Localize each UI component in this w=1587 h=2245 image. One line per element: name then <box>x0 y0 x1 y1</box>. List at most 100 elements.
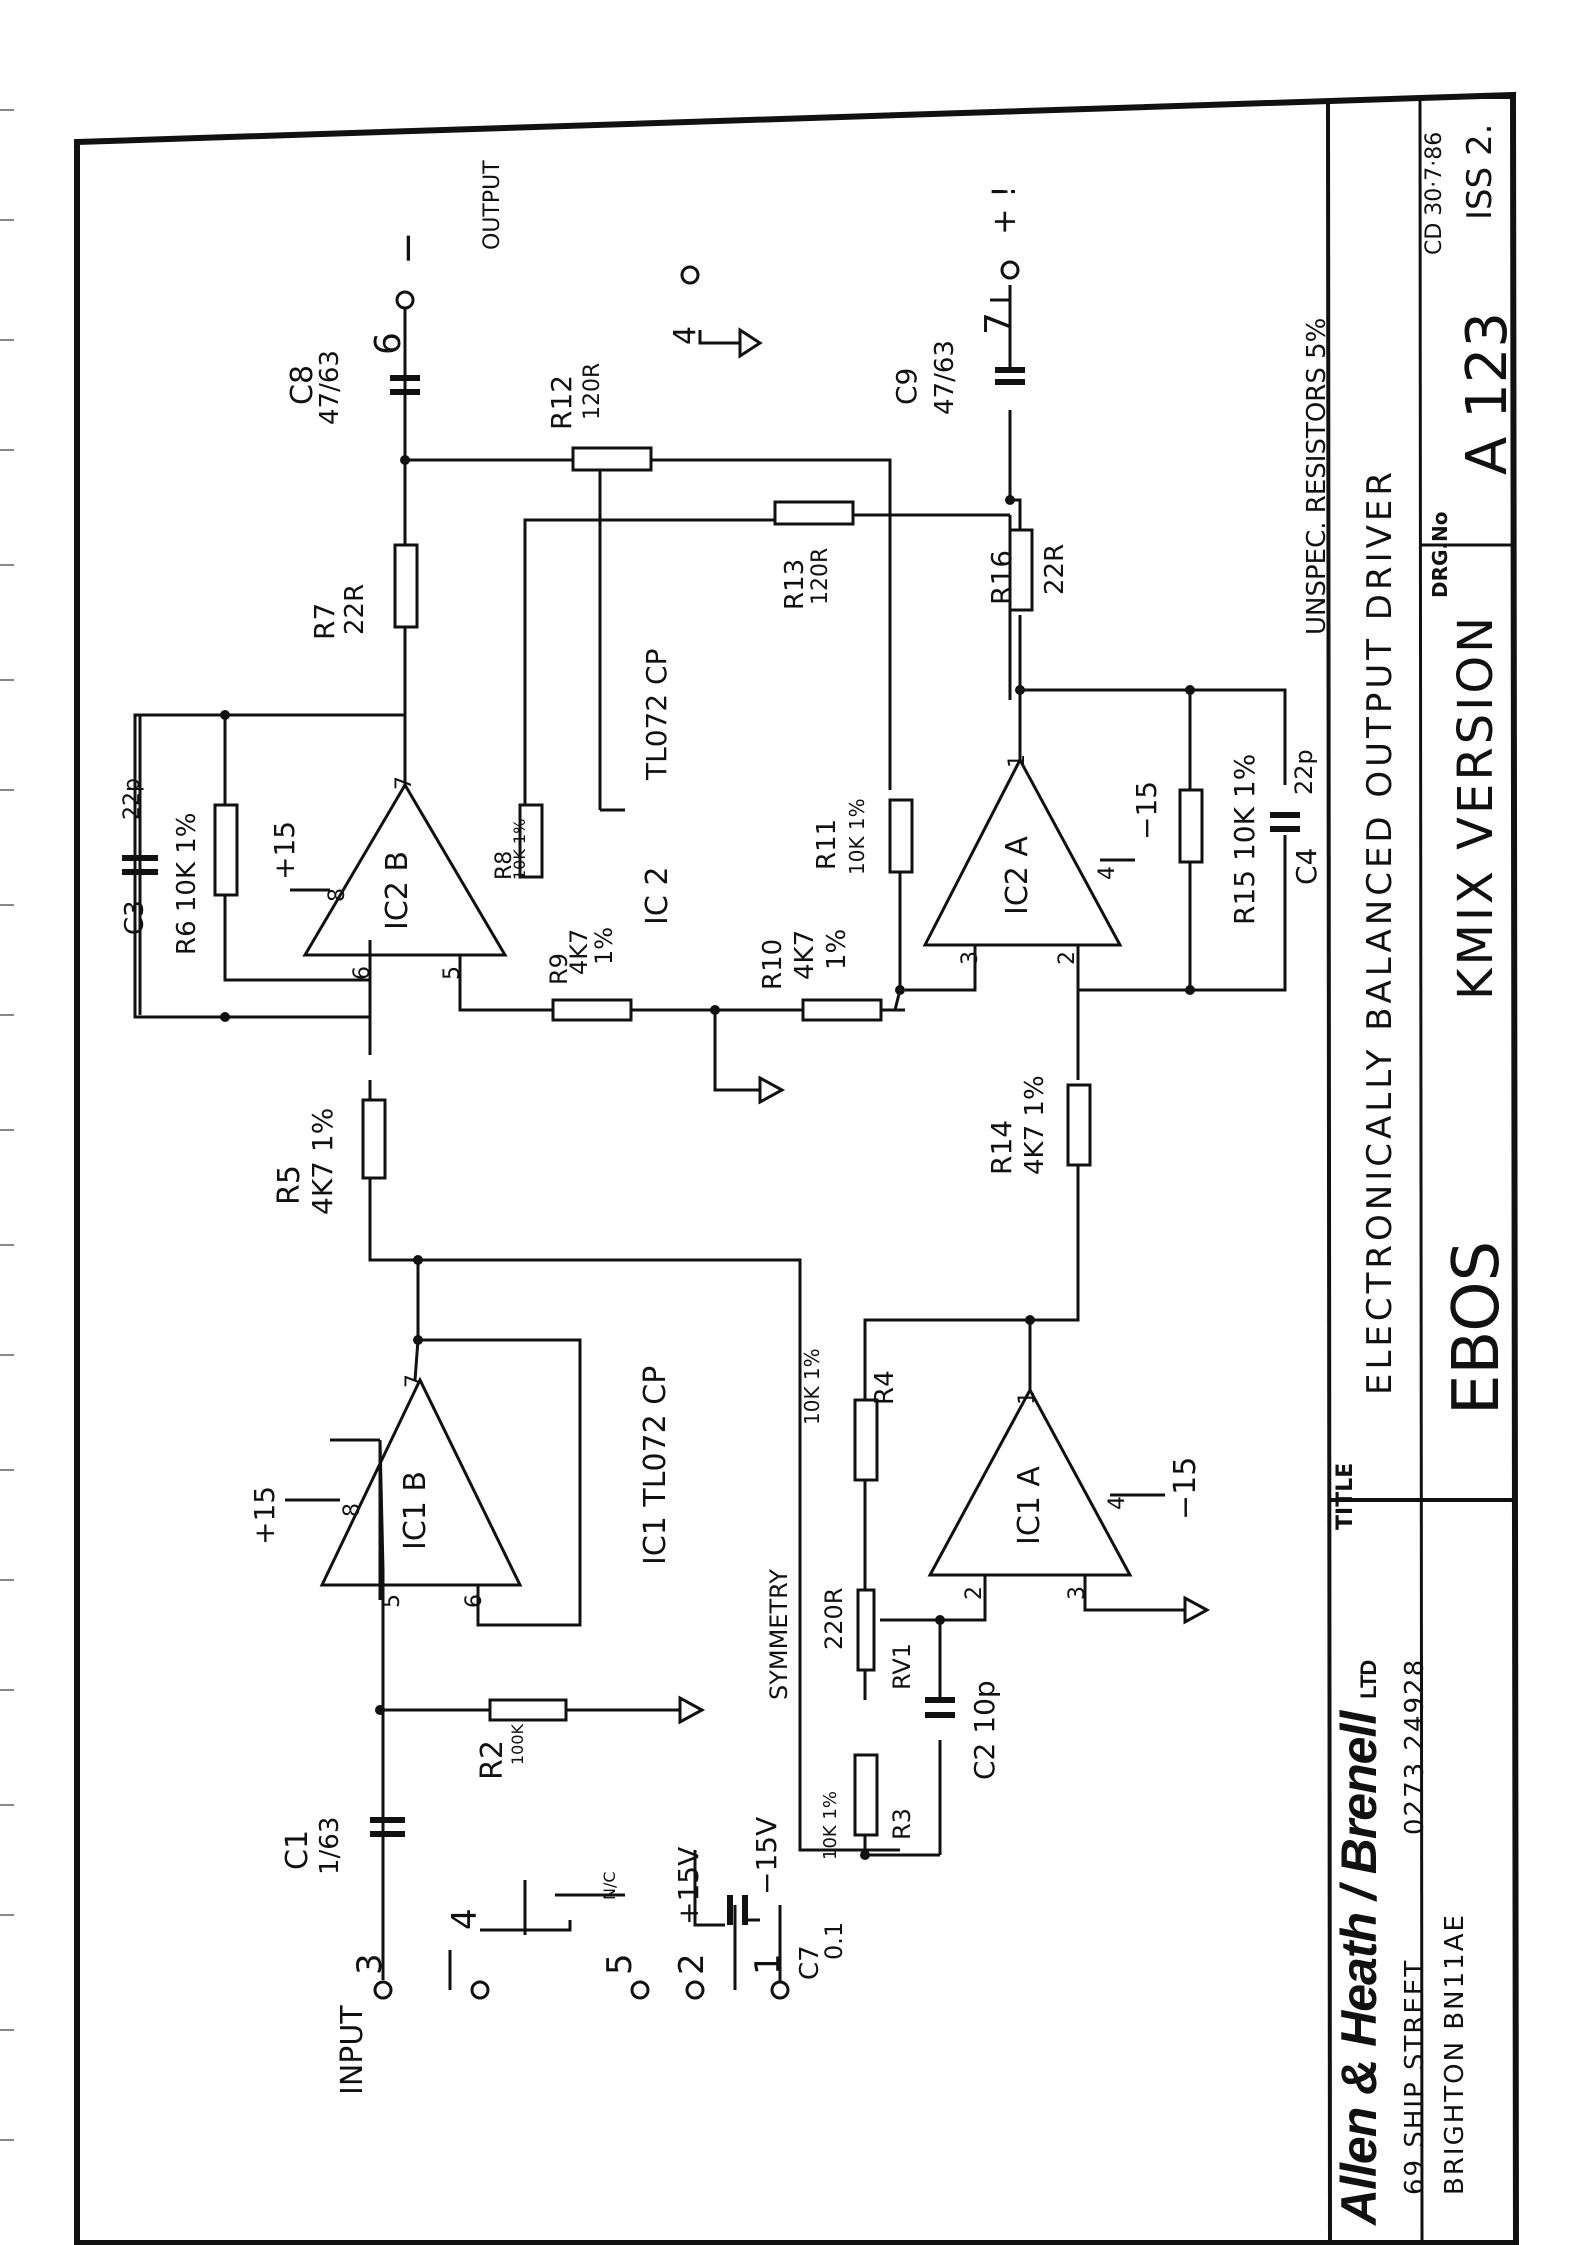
ic1b-pin-7: 7 <box>402 1374 427 1388</box>
ground-connector-4-label: 4 <box>668 325 703 345</box>
r12-label: R12 <box>545 374 578 430</box>
ic2-label: IC 2 <box>640 866 675 925</box>
ic1b-supply-label: +15 <box>248 1485 281 1545</box>
r2-label: R2 <box>475 1740 510 1780</box>
connector-5-label: 5 <box>600 1953 640 1975</box>
r7-label: R7 <box>308 602 341 640</box>
ground-symbols <box>560 327 1211 1932</box>
r15-label: R15 10K 1% <box>1228 753 1261 925</box>
junctions <box>220 455 1195 1860</box>
rv1-label: RV1 <box>888 1642 916 1690</box>
drawing-number: A 123 <box>1455 312 1520 475</box>
ic2b-pin-7: 7 <box>392 776 417 790</box>
ic2b-pin-5: 5 <box>440 966 465 980</box>
r13-value: 120R <box>808 547 833 605</box>
c7-value: 0.1 <box>820 1921 848 1960</box>
connector-4-label: 4 <box>445 1908 485 1930</box>
c4-value: 22p <box>1290 749 1318 795</box>
c2-label: C2 10p <box>968 1680 1001 1780</box>
c1-value: 1/63 <box>315 1816 345 1875</box>
v15m-label: −15V <box>750 1816 783 1895</box>
r7-value: 22R <box>340 583 370 635</box>
ic1b-pin-5: 5 <box>380 1594 405 1608</box>
ic2-part-label: TL072 CP <box>640 648 673 780</box>
drawing-number-label: DRG.No <box>1428 511 1452 599</box>
ic1b-pin-6: 6 <box>462 1594 487 1608</box>
r14-label: R14 <box>985 1119 1018 1175</box>
r9-tolerance: 1% <box>590 926 618 965</box>
ic2a-pin-1: 1 <box>1005 754 1030 768</box>
r16-label: R16 <box>985 549 1018 605</box>
r12-value: 120R <box>580 362 605 420</box>
ic2b-label: IC2 B <box>380 851 415 930</box>
ic2a-supply-label: −15 <box>1130 780 1163 840</box>
r10-label: R10 <box>758 938 788 990</box>
company-logo: Allen & Heath / Brenell LTD <box>1330 1661 1388 2225</box>
input-label: INPUT <box>335 2005 370 2095</box>
r3-value: 10K 1% <box>820 1791 841 1860</box>
ic2a-label: IC2 A <box>1000 836 1035 915</box>
r6-label: R6 10K 1% <box>172 812 202 955</box>
c3-value: 22p <box>120 778 145 820</box>
company-address-line2: BRIGHTON BN11AE <box>1440 1913 1470 2195</box>
r4-value: 10K 1% <box>800 1348 824 1425</box>
r10-tolerance: 1% <box>822 928 852 970</box>
drawing-title-kmix-version: KMIX VERSION <box>1448 613 1504 1000</box>
ic1b-pin-8: 8 <box>340 1503 365 1517</box>
ic2a-pin-2: 2 <box>1055 951 1080 965</box>
c3-label: C3 <box>120 900 150 935</box>
output-connector-6-label: 6 <box>368 332 409 355</box>
r9-value: 4K7 <box>565 928 593 975</box>
resistors <box>213 446 1204 1837</box>
connector-3-label: 3 <box>350 1953 390 1975</box>
drawing-title-line1: ELECTRONICALLY BALANCED OUTPUT DRIVER <box>1360 468 1400 1395</box>
ic2b-pin-8: 8 <box>325 888 350 902</box>
ic2a-pin-3: 3 <box>958 951 983 965</box>
c8-value: 47/63 <box>315 350 345 425</box>
capacitors <box>122 367 1300 1925</box>
output-connector-7-label: 7 <box>978 312 1019 335</box>
checked-date: CD 30·7·86 <box>1422 131 1447 255</box>
ic1a-pin-4: 4 <box>1105 1496 1130 1510</box>
company-suffix: LTD <box>1356 1660 1381 1699</box>
nc-label: N/C <box>600 1871 619 1900</box>
company-address-line1: 69 SHIP STREET <box>1400 1958 1430 2195</box>
title-label: TITLE <box>1333 1462 1358 1530</box>
r8-value: 10K 1% <box>510 818 529 880</box>
symmetry-label: SYMMETRY <box>765 1569 793 1700</box>
r2-value: 100K <box>508 1723 527 1765</box>
issue-number: ISS 2. <box>1460 123 1500 220</box>
unspec-resistors-note: UNSPEC. RESISTORS 5% <box>1302 317 1332 635</box>
ic1-part-label: IC1 TL072 CP <box>638 1365 673 1565</box>
r3-label: R3 <box>888 1808 916 1840</box>
r5-label: R5 <box>272 1165 307 1205</box>
c9-value: 47/63 <box>930 340 960 415</box>
connector-2-label: 2 <box>672 1953 712 1975</box>
r5-value: 4K7 1% <box>306 1107 339 1215</box>
ic2b-supply-label: +15 <box>268 820 301 880</box>
ic1b-label: IC1 B <box>398 1471 433 1550</box>
r16-value: 22R <box>1040 543 1070 595</box>
c4-label: C4 <box>1290 847 1323 885</box>
r14-value: 4K7 1% <box>1020 1075 1050 1175</box>
c1-label: C1 <box>280 1829 315 1870</box>
r11-value: 10K 1% <box>845 798 869 875</box>
output-plus-mark: + ! <box>985 185 1023 235</box>
company-phone: 0273 24928 <box>1400 1657 1430 1835</box>
ic2b-pin-6: 6 <box>350 966 375 980</box>
connector-1-label: 1 <box>748 1953 788 1975</box>
output-label: OUTPUT <box>480 160 505 250</box>
ic1a-label: IC1 A <box>1012 1466 1047 1545</box>
r13-label: R13 <box>780 558 810 610</box>
ic1a-pin-2: 2 <box>962 1586 987 1600</box>
r4-label: R4 <box>870 1370 900 1405</box>
r10-value: 4K7 <box>790 929 820 980</box>
ic1a-pin-3: 3 <box>1065 1586 1090 1600</box>
v15p-label: +15V <box>672 1846 705 1925</box>
drawing-title-ebos: EBOS <box>1440 1240 1514 1415</box>
connectors <box>373 260 1020 2000</box>
binder-marks <box>0 109 14 2141</box>
rv1-value: 220R <box>820 1587 848 1650</box>
